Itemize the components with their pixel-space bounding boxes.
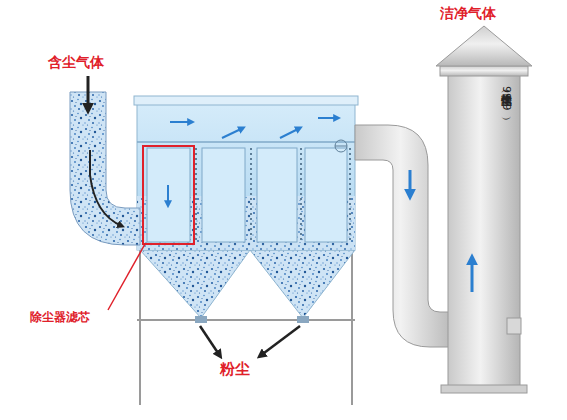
inlet-pipe xyxy=(70,92,140,245)
filter-label: 除尘器滤芯 xyxy=(30,311,90,325)
airflow-arrow xyxy=(167,185,169,205)
airflow-arrow xyxy=(409,170,412,196)
flow-arrow xyxy=(200,326,220,356)
hopper-outlet xyxy=(297,316,309,323)
airflow-arrow xyxy=(280,128,300,138)
exhaust-stack xyxy=(448,75,520,387)
airflow-arrow xyxy=(471,258,474,292)
filter-pleat xyxy=(349,148,351,242)
hopper-outlet xyxy=(195,316,207,323)
support-frame xyxy=(137,250,355,405)
dust-hopper xyxy=(250,250,355,318)
support-leg xyxy=(351,250,353,405)
airflow-arrow xyxy=(318,117,338,119)
dust-label: 粉尘 xyxy=(220,361,250,378)
housing-lid xyxy=(134,96,358,105)
tube-sheet xyxy=(137,141,355,143)
pulse-valve xyxy=(335,146,347,147)
filter-cartridge xyxy=(305,148,347,242)
pulse-valve xyxy=(335,140,347,152)
inlet-label: 含尘气体 xyxy=(48,54,104,70)
dust-hopper xyxy=(140,250,250,318)
filter-pleat xyxy=(300,148,302,242)
filter-cartridge xyxy=(202,148,245,242)
airflow-arrow xyxy=(222,128,243,138)
filter-pleat xyxy=(250,148,252,242)
filter-highlight xyxy=(143,146,194,244)
stack-base xyxy=(441,385,527,393)
fan-housing xyxy=(507,318,521,334)
filter-pleat xyxy=(195,148,197,242)
stack-cap xyxy=(436,26,532,66)
support-leg xyxy=(139,250,141,405)
outlet-duct xyxy=(355,125,456,347)
flow-arrow xyxy=(90,150,122,226)
efficiency-note: 干净气体（除尘达99.9） xyxy=(499,86,512,111)
collector-housing xyxy=(137,100,355,250)
airflow-arrow xyxy=(170,121,192,123)
filter-cartridge xyxy=(147,148,190,242)
stack-cap-band xyxy=(440,66,528,76)
support-beam xyxy=(137,319,355,321)
leader-line xyxy=(108,244,145,310)
flow-arrow xyxy=(260,326,300,356)
flow-arrow xyxy=(87,76,90,110)
filter-cartridge xyxy=(257,148,297,242)
filter-elements xyxy=(147,148,350,242)
outlet-label: 洁净气体 xyxy=(440,5,496,21)
